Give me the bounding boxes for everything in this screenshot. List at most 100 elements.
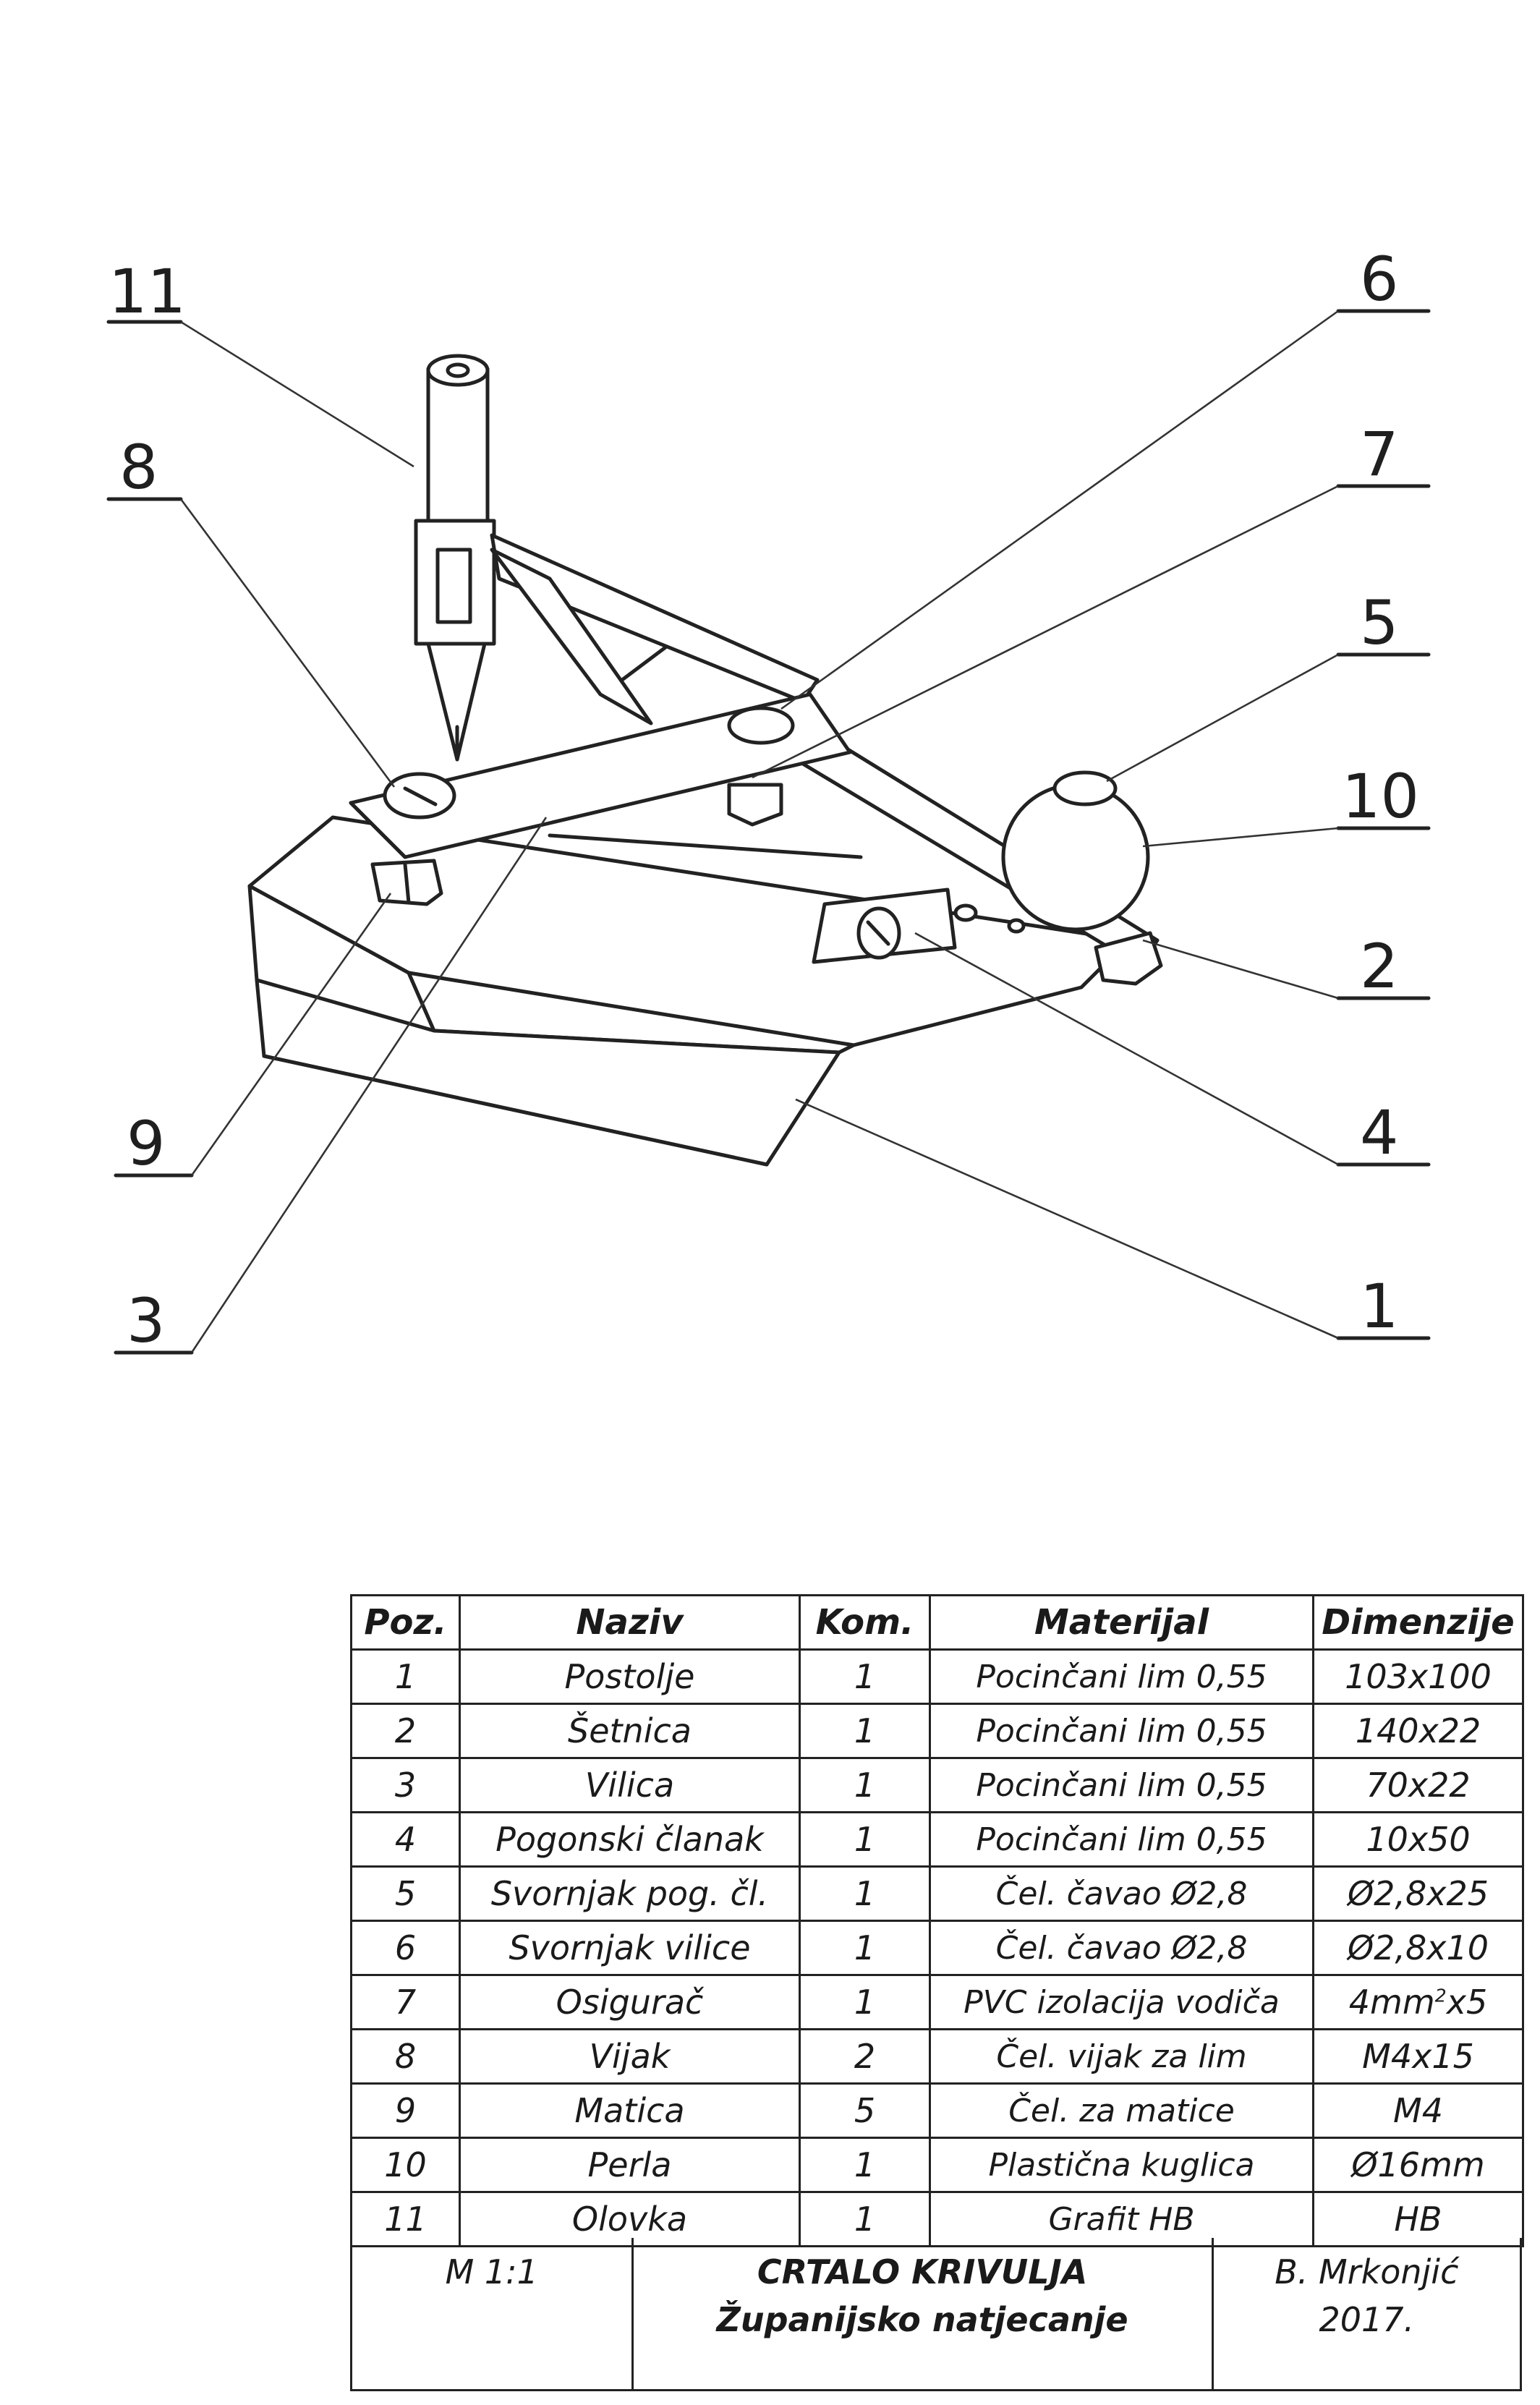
table-row: 11 Olovka 1 Grafit HB HB bbox=[350, 2191, 1524, 2247]
cell-poz: 11 bbox=[350, 2191, 461, 2247]
cell-poz: 5 bbox=[350, 1865, 461, 1922]
cell-poz: 1 bbox=[350, 1648, 461, 1705]
table-row: 4 Pogonski članak 1 Pocinčani lim 0,55 1… bbox=[350, 1811, 1524, 1868]
header-naziv: Naziv bbox=[459, 1594, 801, 1651]
table-row: 8 Vijak 2 Čel. vijak za lim M4x15 bbox=[350, 2028, 1524, 2085]
cell-dimenzije: M4 bbox=[1312, 2082, 1524, 2139]
header-kom: Kom. bbox=[799, 1594, 931, 1651]
assembly-drawing: 11 8 6 7 5 10 2 9 4 3 1 bbox=[106, 244, 1431, 1356]
cell-materijal: Čel. za matice bbox=[929, 2082, 1314, 2139]
table-header-row: Poz. Naziv Kom. Materijal Dimenzije bbox=[350, 1594, 1524, 1651]
cell-naziv: Svornjak vilice bbox=[459, 1920, 801, 1976]
callout-11: 11 bbox=[109, 256, 186, 327]
drive-link bbox=[812, 887, 1026, 964]
cell-dimenzije: Ø2,8x25 bbox=[1312, 1865, 1524, 1922]
scale-text: M 1:1 bbox=[445, 2252, 538, 2291]
cell-dimenzije: 140x22 bbox=[1312, 1703, 1524, 1759]
callout-4: 4 bbox=[1360, 1097, 1398, 1168]
cell-naziv: Osigurač bbox=[459, 1974, 801, 2030]
cell-dimenzije: HB bbox=[1312, 2191, 1524, 2247]
cell-kom: 1 bbox=[799, 1974, 931, 2030]
cell-dimenzije: 10x50 bbox=[1312, 1811, 1524, 1868]
drawing-title: CRTALO KRIVULJA bbox=[757, 2252, 1088, 2291]
cell-kom: 1 bbox=[799, 1811, 931, 1868]
cell-materijal: Pocinčani lim 0,55 bbox=[929, 1648, 1314, 1705]
author-name: B. Mrkonjić bbox=[1275, 2252, 1459, 2291]
cell-poz: 6 bbox=[350, 1920, 461, 1976]
cell-naziv: Pogonski članak bbox=[459, 1811, 801, 1868]
drawing-year: 2017. bbox=[1319, 2300, 1415, 2339]
cell-kom: 1 bbox=[799, 1648, 931, 1705]
cell-dimenzije: 103x100 bbox=[1312, 1648, 1524, 1705]
cell-naziv: Svornjak pog. čl. bbox=[459, 1865, 801, 1922]
table-row: 5 Svornjak pog. čl. 1 Čel. čavao Ø2,8 Ø2… bbox=[350, 1865, 1524, 1922]
header-poz: Poz. bbox=[350, 1594, 461, 1651]
callout-2: 2 bbox=[1360, 931, 1398, 1002]
cell-kom: 5 bbox=[799, 2082, 931, 2139]
cell-naziv: Postolje bbox=[459, 1648, 801, 1705]
callout-9: 9 bbox=[127, 1108, 165, 1179]
cell-materijal: Grafit HB bbox=[929, 2191, 1314, 2247]
scale-cell: M 1:1 bbox=[352, 2238, 634, 2389]
table-row: 2 Šetnica 1 Pocinčani lim 0,55 140x22 bbox=[350, 1703, 1524, 1759]
table-row: 3 Vilica 1 Pocinčani lim 0,55 70x22 bbox=[350, 1757, 1524, 1813]
dim-superscript: 2 bbox=[1434, 1985, 1447, 2006]
cell-naziv: Šetnica bbox=[459, 1703, 801, 1759]
drawing-subtitle: Županijsko natjecanje bbox=[716, 2300, 1128, 2339]
cell-materijal: Pocinčani lim 0,55 bbox=[929, 1757, 1314, 1813]
cell-naziv: Vijak bbox=[459, 2028, 801, 2085]
pencil-part bbox=[414, 354, 496, 762]
cell-kom: 2 bbox=[799, 2028, 931, 2085]
table-row: 10 Perla 1 Plastična kuglica Ø16mm bbox=[350, 2137, 1524, 2193]
base-plate bbox=[247, 815, 1131, 1167]
cell-naziv: Vilica bbox=[459, 1757, 801, 1813]
table-row: 1 Postolje 1 Pocinčani lim 0,55 103x100 bbox=[350, 1648, 1524, 1705]
cell-naziv: Matica bbox=[459, 2082, 801, 2139]
main-bar bbox=[349, 692, 852, 859]
cell-dimenzije: 4mm2x5 bbox=[1312, 1974, 1524, 2030]
cell-poz: 8 bbox=[350, 2028, 461, 2085]
cell-dimenzije: Ø16mm bbox=[1312, 2137, 1524, 2193]
cell-naziv: Perla bbox=[459, 2137, 801, 2193]
callout-1: 1 bbox=[1360, 1271, 1398, 1342]
cell-kom: 1 bbox=[799, 1757, 931, 1813]
cell-kom: 1 bbox=[799, 1920, 931, 1976]
cell-kom: 1 bbox=[799, 2191, 931, 2247]
header-dimenzije: Dimenzije bbox=[1312, 1594, 1524, 1651]
leader-lines bbox=[106, 309, 1431, 1355]
cell-poz: 10 bbox=[350, 2137, 461, 2193]
cell-materijal: Pocinčani lim 0,55 bbox=[929, 1703, 1314, 1759]
cell-poz: 7 bbox=[350, 1974, 461, 2030]
bead-assembly bbox=[1001, 770, 1163, 986]
cell-materijal: Čel. vijak za lim bbox=[929, 2028, 1314, 2085]
cell-poz: 9 bbox=[350, 2082, 461, 2139]
table-row: 7 Osigurač 1 PVC izolacija vodiča 4mm2x5 bbox=[350, 1974, 1524, 2030]
bar-pin bbox=[727, 706, 795, 827]
cell-dimenzije: 70x22 bbox=[1312, 1757, 1524, 1813]
cell-poz: 4 bbox=[350, 1811, 461, 1868]
cell-naziv: Olovka bbox=[459, 2191, 801, 2247]
dim-suffix: x5 bbox=[1446, 1983, 1488, 2022]
cell-poz: 2 bbox=[350, 1703, 461, 1759]
table-row: 6 Svornjak vilice 1 Čel. čavao Ø2,8 Ø2,8… bbox=[350, 1920, 1524, 1976]
callout-3: 3 bbox=[127, 1285, 165, 1356]
title-block: M 1:1 CRTALO KRIVULJA Županijsko natjeca… bbox=[350, 2238, 1522, 2391]
cell-dimenzije: M4x15 bbox=[1312, 2028, 1524, 2085]
callout-8: 8 bbox=[119, 432, 158, 503]
cell-kom: 1 bbox=[799, 1865, 931, 1922]
callout-7: 7 bbox=[1360, 419, 1398, 490]
dim-value: 4mm bbox=[1348, 1983, 1435, 2022]
table-row: 9 Matica 5 Čel. za matice M4 bbox=[350, 2082, 1524, 2139]
cell-materijal: PVC izolacija vodiča bbox=[929, 1974, 1314, 2030]
cell-dimenzije: Ø2,8x10 bbox=[1312, 1920, 1524, 1976]
callout-10: 10 bbox=[1342, 761, 1419, 832]
header-materijal: Materijal bbox=[929, 1594, 1314, 1651]
fork-arms bbox=[490, 533, 863, 859]
cell-kom: 1 bbox=[799, 2137, 931, 2193]
cell-materijal: Pocinčani lim 0,55 bbox=[929, 1811, 1314, 1868]
cell-materijal: Čel. čavao Ø2,8 bbox=[929, 1920, 1314, 1976]
cell-kom: 1 bbox=[799, 1703, 931, 1759]
callout-5: 5 bbox=[1360, 587, 1398, 658]
author-cell: B. Mrkonjić 2017. bbox=[1214, 2238, 1520, 2389]
callout-6: 6 bbox=[1360, 244, 1398, 315]
